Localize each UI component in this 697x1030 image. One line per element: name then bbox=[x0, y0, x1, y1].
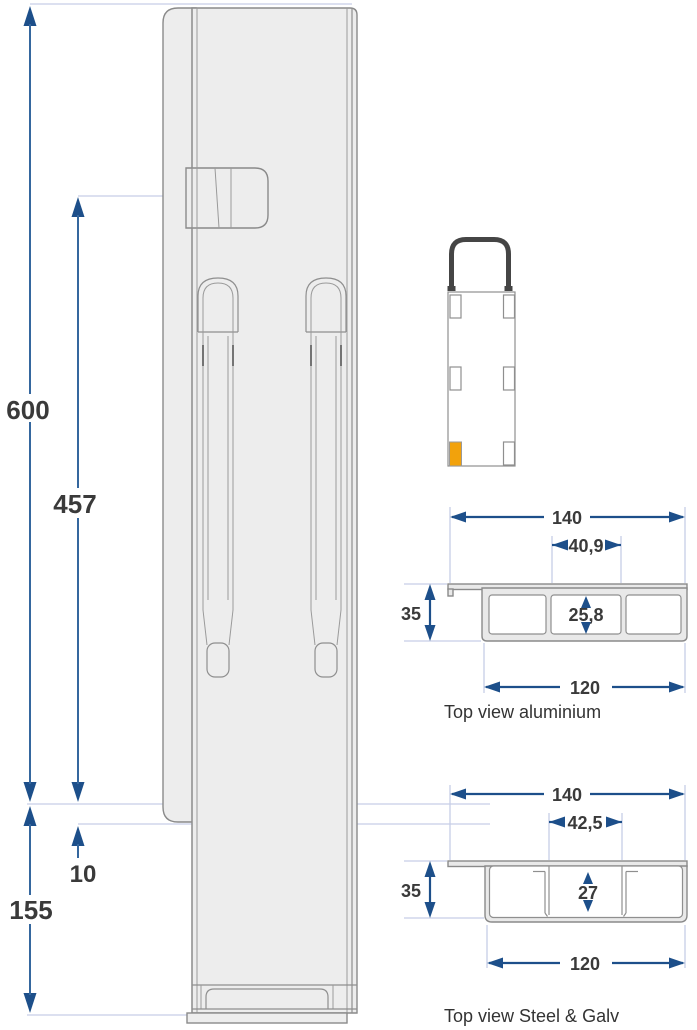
steel-profile bbox=[447, 860, 688, 923]
svg-text:27: 27 bbox=[578, 883, 598, 903]
slot-top-right bbox=[502, 294, 516, 319]
caption-steel: Top view Steel & Galv bbox=[444, 1006, 619, 1026]
orange-lock-marker bbox=[449, 441, 462, 467]
steel-dim-35: 35 bbox=[401, 861, 436, 918]
extension-lines bbox=[27, 3, 490, 1016]
slot-mid-left bbox=[449, 366, 462, 391]
svg-text:140: 140 bbox=[552, 785, 582, 805]
post-front-view bbox=[447, 237, 516, 467]
dimension-457: 457 bbox=[53, 197, 97, 802]
alu-dim-25-8: 25,8 bbox=[568, 596, 604, 634]
dim-label-600: 600 bbox=[6, 395, 49, 425]
dimension-155: 155 bbox=[9, 806, 53, 1013]
alu-dim-40-9: 40,9 bbox=[552, 536, 621, 556]
aluminium-chamber-right bbox=[625, 594, 682, 635]
base-plate bbox=[186, 1012, 348, 1024]
steel-dim-27: 27 bbox=[578, 872, 598, 912]
post-body bbox=[191, 7, 358, 1014]
svg-text:120: 120 bbox=[570, 678, 600, 698]
post-base bbox=[186, 984, 357, 1024]
clamp-handle-foot-right bbox=[504, 286, 513, 291]
alu-dim-140: 140 bbox=[450, 508, 685, 528]
steel-dim-140: 140 bbox=[450, 785, 685, 805]
steel-dim-42-5: 42,5 bbox=[549, 813, 622, 833]
dimension-10: 10 bbox=[70, 826, 97, 888]
section-steel: 140 42,5 35 27 120 Top view Steel & bbox=[401, 785, 688, 1026]
section-aluminium: 140 40,9 35 25,8 120 Top view alumin bbox=[401, 507, 688, 722]
svg-text:120: 120 bbox=[570, 954, 600, 974]
post-side-view bbox=[162, 7, 358, 1024]
steel-channel-cavity bbox=[488, 865, 684, 919]
dim-label-457: 457 bbox=[53, 489, 96, 519]
alu-dim-120: 120 bbox=[484, 678, 685, 698]
slot-bottom-right bbox=[502, 441, 516, 466]
dim-label-10: 10 bbox=[70, 861, 97, 888]
clamp-handle-foot-left bbox=[447, 286, 456, 291]
svg-text:40,9: 40,9 bbox=[568, 536, 603, 556]
steel-center-channel bbox=[533, 866, 638, 917]
dimension-600: 600 bbox=[6, 6, 50, 802]
svg-text:35: 35 bbox=[401, 881, 421, 901]
latch-block bbox=[185, 167, 269, 229]
slot-mid-right bbox=[502, 366, 516, 391]
dim-label-155: 155 bbox=[9, 895, 52, 925]
svg-text:35: 35 bbox=[401, 604, 421, 624]
alu-dim-35: 35 bbox=[401, 584, 436, 641]
clamp-handle bbox=[449, 237, 511, 291]
aluminium-chamber-left bbox=[488, 594, 547, 635]
slot-top-left bbox=[449, 294, 462, 319]
post-slot-left bbox=[197, 277, 239, 678]
post-slot-right bbox=[305, 277, 347, 678]
svg-text:42,5: 42,5 bbox=[567, 813, 602, 833]
svg-text:140: 140 bbox=[552, 508, 582, 528]
left-dimensions: 600 457 10 155 bbox=[6, 6, 97, 1013]
aluminium-chamber-center bbox=[550, 594, 622, 635]
caption-aluminium: Top view aluminium bbox=[444, 702, 601, 722]
steel-dim-120: 120 bbox=[487, 954, 685, 974]
aluminium-profile bbox=[447, 583, 688, 642]
post-front-rail bbox=[162, 7, 197, 823]
svg-text:25,8: 25,8 bbox=[568, 605, 603, 625]
